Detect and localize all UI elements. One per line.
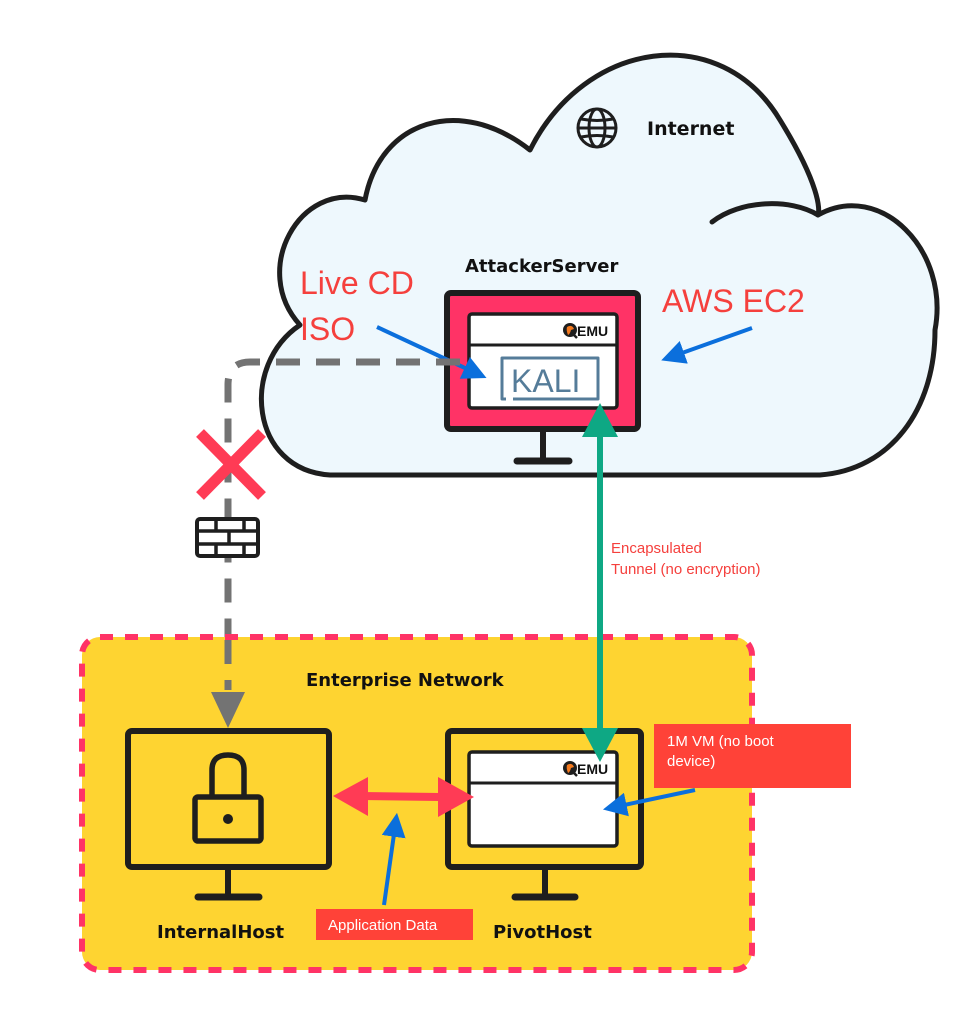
application-data-link: Application Data [316, 777, 474, 940]
internal-host-label: InternalHost [157, 922, 284, 943]
pivot-host-label: PivotHost [493, 922, 592, 943]
live-cd-callout-arrow [376, 325, 487, 379]
kali-logo: KALI [500, 356, 600, 401]
cloud-shape [258, 52, 940, 478]
attacker-server-label: AttackerServer [465, 256, 619, 277]
aws-ec2-annotation: AWS EC2 [662, 283, 805, 319]
app-data-label-box [316, 909, 473, 940]
app-data-arrowhead-right [438, 777, 474, 817]
globe-icon [576, 107, 618, 149]
firewall-icon [195, 517, 260, 558]
enterprise-network-zone [79, 634, 755, 973]
aws-callout-arrow [661, 326, 753, 364]
internet-label: Internet [647, 118, 734, 140]
qemu-logo-icon [563, 761, 578, 777]
live-cd-annotation: Live CD [300, 265, 414, 301]
enterprise-network: Enterprise Network [79, 634, 755, 973]
app-data-arrowhead-left [333, 777, 368, 816]
pivot-emu-label: EMU [577, 761, 608, 777]
app-data-label: Application Data [328, 917, 438, 934]
internet-cloud: Internet [258, 52, 940, 478]
iso-annotation: ISO [300, 311, 355, 347]
qemu-logo-icon [563, 323, 578, 339]
pivot-host: EMU PivotHost 1M VM (no boot device) [445, 724, 851, 943]
attacker-server: AttackerServer EMU KALI Live CD ISO AWS … [300, 256, 805, 465]
vm-callout-line2: device) [667, 753, 715, 770]
pivot-qemu-window: EMU [467, 750, 619, 848]
tunnel-label-line2: Tunnel (no encryption) [611, 561, 761, 578]
encapsulated-tunnel: Encapsulated Tunnel (no encryption) [582, 403, 761, 762]
internal-host: InternalHost [125, 728, 332, 943]
qemu-window: EMU KALI [467, 312, 619, 410]
vm-callout-arrow [602, 788, 696, 817]
attacker-emu-label: EMU [577, 323, 608, 339]
app-data-callout-arrow [381, 812, 406, 906]
vm-callout-box [654, 724, 851, 788]
tunnel-label-line1: Encapsulated [611, 540, 702, 557]
enterprise-network-label: Enterprise Network [306, 670, 505, 691]
lock-icon [192, 752, 264, 844]
kali-label: KALI [511, 363, 580, 399]
tunnel-arrowhead-down [582, 728, 618, 762]
vm-callout-line1: 1M VM (no boot [667, 733, 775, 750]
x-icon [196, 429, 266, 500]
tunnel-arrowhead-up [582, 403, 618, 437]
blocked-direct-path [195, 358, 460, 728]
